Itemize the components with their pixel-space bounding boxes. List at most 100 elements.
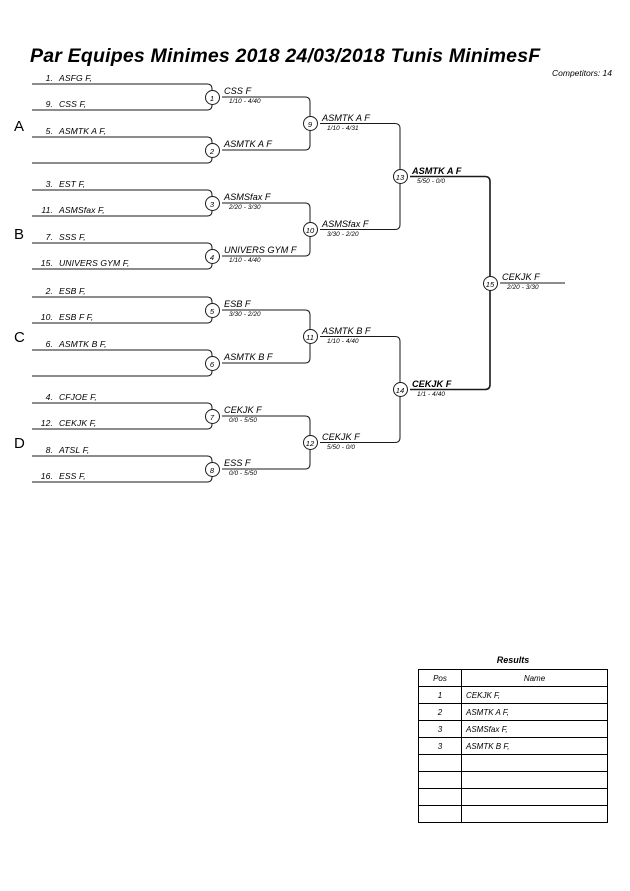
results-header-row: Pos Name: [418, 669, 608, 687]
entrant-name: ASMSfax F,: [59, 205, 105, 215]
match-winner: ESB F: [224, 299, 251, 309]
results-pos: [418, 788, 462, 806]
entrant-seed: 7.: [45, 232, 53, 242]
entrant-label: 12. CEKJK F,: [36, 418, 97, 428]
entrant-seed: 15.: [40, 258, 53, 268]
match-winner: CEKJK F: [412, 378, 452, 389]
competitors-count: Competitors: 14: [552, 68, 612, 78]
entrant-label: 4. CFJOE F,: [36, 392, 97, 402]
entrant-name: EST F,: [59, 179, 86, 189]
entrant-name: ESB F F,: [59, 312, 94, 322]
results-name: CEKJK F,: [461, 686, 608, 704]
entrant-label: 10. ESB F F,: [36, 312, 94, 322]
entrant-seed: 9.: [45, 99, 53, 109]
entrant-label: 5. ASMTK A F,: [36, 126, 106, 136]
results-name: [461, 754, 608, 772]
entrant-label: 15.UNIVERS GYM F,: [36, 258, 130, 268]
match-winner: CEKJK F: [502, 272, 540, 282]
match-score: 1/10 - 4/40: [327, 337, 359, 345]
entrant-label: 9. CSS F,: [36, 99, 86, 109]
match-number[interactable]: 13: [392, 169, 408, 184]
results-name: ASMTK A F,: [461, 703, 608, 721]
match-number[interactable]: 10: [302, 222, 318, 237]
results-name: [461, 805, 608, 823]
results-row: [418, 788, 608, 806]
results-row: [418, 771, 608, 789]
match-number[interactable]: 14: [392, 382, 408, 397]
entrant-name: ATSL F,: [59, 445, 90, 455]
match-number[interactable]: 11: [302, 329, 318, 344]
results-name: ASMSfax F,: [461, 720, 608, 738]
match-winner: ASMTK A F: [224, 139, 272, 149]
match-winner: ASMSfax F: [322, 218, 369, 229]
match-winner: ASMTK B F: [224, 352, 273, 362]
match-winner: ASMTK A F: [322, 112, 370, 123]
results-col-name: Name: [461, 669, 608, 687]
results-pos: [418, 771, 462, 789]
results-name: [461, 771, 608, 789]
match-score: 3/30 - 2/20: [229, 311, 261, 318]
group-label-b: B: [14, 226, 25, 243]
match-winner: ASMSfax F: [224, 192, 271, 202]
entrant-seed: 10.: [40, 312, 53, 322]
entrant-seed: 3.: [45, 179, 53, 189]
entrant-label: 6.ASMTK B F,: [36, 339, 107, 349]
match-number[interactable]: 6: [204, 355, 220, 371]
match-score: 5/50 - 0/0: [417, 177, 446, 185]
results-title: Results: [496, 655, 530, 665]
match-score: 0/0 - 5/50: [229, 470, 258, 477]
match-score: 5/50 - 0/0: [327, 443, 356, 451]
results-pos: 2: [418, 703, 462, 721]
entrant-label: 1.ASFG F,: [36, 73, 92, 83]
match-score: 0/0 - 5/50: [229, 417, 258, 424]
match-number[interactable]: 1: [204, 89, 220, 105]
match-score: 1/10 - 4/31: [327, 124, 359, 132]
entrant-seed: 6.: [45, 339, 53, 349]
match-number[interactable]: 12: [302, 435, 318, 450]
entrant-seed: 12.: [40, 418, 53, 428]
match-number[interactable]: 4: [204, 248, 220, 264]
entrant-name: ESS F,: [59, 471, 86, 481]
entrant-seed: 5.: [45, 126, 53, 136]
entrant-label: 16. ESS F,: [36, 471, 86, 481]
match-winner: ESS F: [224, 458, 251, 468]
results-name: ASMTK B F,: [461, 737, 608, 755]
entrant-name: CSS F,: [59, 99, 87, 109]
match-number[interactable]: 7: [204, 408, 220, 424]
results-row: [418, 805, 608, 823]
match-number[interactable]: 3: [204, 195, 220, 211]
entrant-seed: 16.: [40, 471, 53, 481]
entrant-name: CFJOE F,: [59, 392, 97, 402]
match-number[interactable]: 15: [482, 275, 498, 291]
entrant-name: ESB F,: [59, 286, 86, 296]
group-label-d: D: [14, 435, 25, 452]
match-winner: CEKJK F: [224, 405, 262, 415]
results-name: [461, 788, 608, 806]
match-number[interactable]: 2: [204, 142, 220, 158]
results-pos: 3: [418, 720, 462, 738]
match-winner: ASMTK B F: [322, 325, 371, 336]
match-score: 1/10 - 4/40: [229, 257, 261, 264]
entrant-seed: 1.: [45, 73, 53, 83]
match-number[interactable]: 5: [204, 302, 220, 318]
entrant-seed: 4.: [45, 392, 53, 402]
group-label-a: A: [14, 118, 25, 135]
bracket-lines: [32, 83, 565, 483]
entrant-label: 2.ESB F,: [36, 286, 86, 296]
entrant-name: ASMTK A F,: [59, 126, 107, 136]
entrant-name: CEKJK F,: [59, 418, 97, 428]
results-pos: 3: [418, 737, 462, 755]
match-number[interactable]: 8: [204, 461, 220, 477]
entrant-seed: 8.: [45, 445, 53, 455]
match-score: 2/20 - 3/30: [229, 204, 261, 211]
entrant-label: 11.ASMSfax F,: [36, 205, 105, 215]
results-pos: 1: [418, 686, 462, 704]
match-number[interactable]: 9: [302, 116, 318, 131]
results-row: [418, 754, 608, 772]
